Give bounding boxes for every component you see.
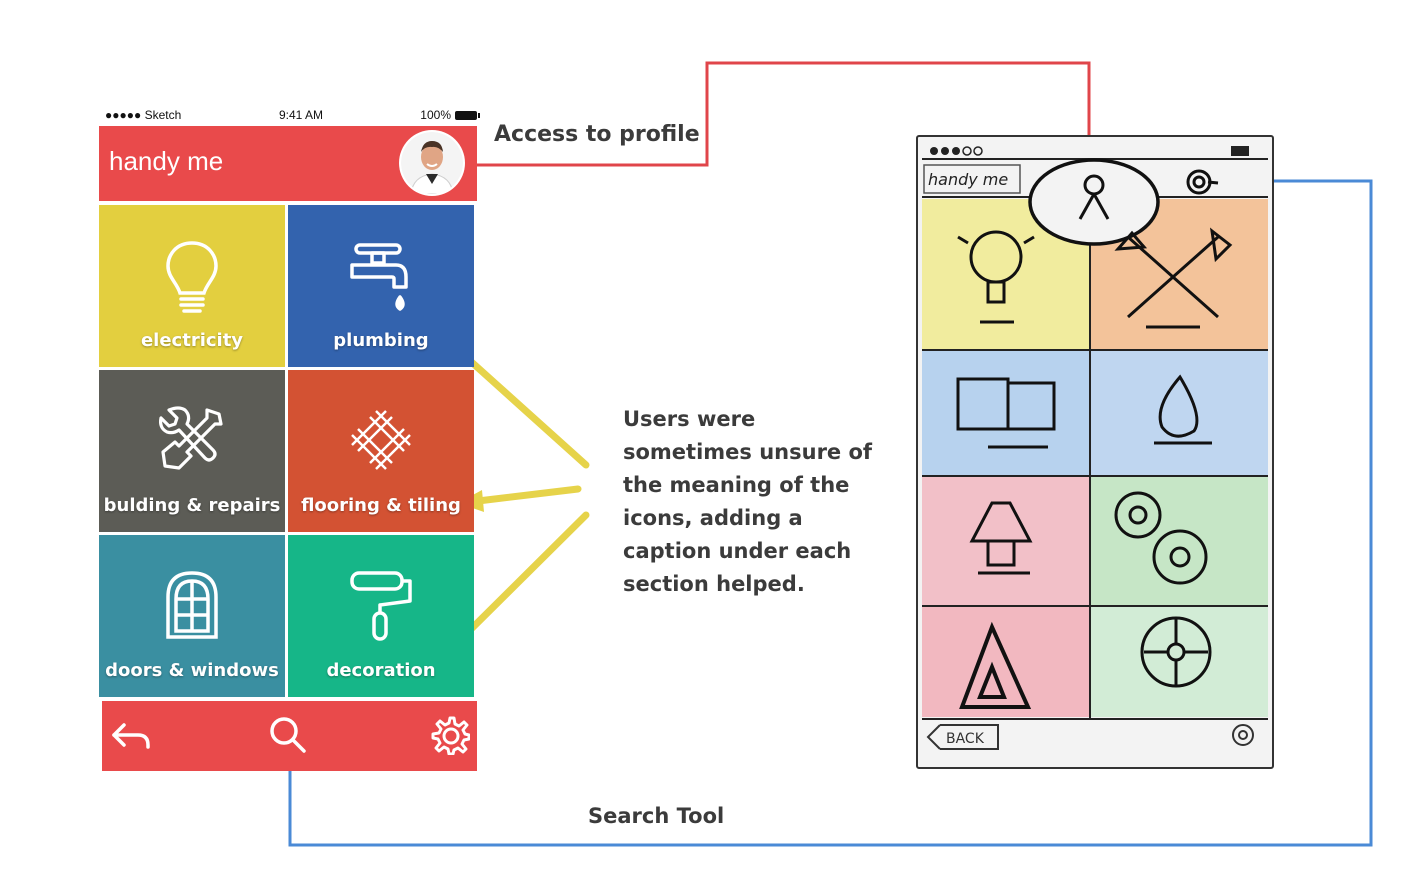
sketch-title: handy me bbox=[928, 170, 1008, 189]
users-note-annotation: Users were sometimes unsure of the meani… bbox=[623, 403, 883, 601]
lightbulb-icon bbox=[166, 241, 218, 313]
clock-label: 9:41 AM bbox=[279, 108, 324, 122]
tile-label: decoration bbox=[326, 660, 436, 681]
search-icon[interactable] bbox=[268, 715, 308, 755]
profile-connector-line bbox=[477, 61, 1091, 167]
tile-label: flooring & tiling bbox=[301, 495, 461, 516]
note-line: sometimes unsure of bbox=[623, 440, 873, 464]
app-header: handy me bbox=[99, 126, 477, 201]
tile-label: plumbing bbox=[333, 330, 429, 351]
tile-flooring-tiling[interactable]: flooring & tiling bbox=[288, 370, 474, 532]
tile-label: bulding & repairs bbox=[103, 495, 281, 516]
note-line: icons, adding a bbox=[623, 506, 803, 530]
note-line: section helped. bbox=[623, 572, 805, 596]
search-connector-line bbox=[288, 179, 1373, 847]
window-icon bbox=[166, 571, 218, 639]
note-line: the meaning of the bbox=[623, 473, 850, 497]
tools-icon bbox=[159, 406, 223, 470]
paper-prototype-sketch: handy me bbox=[916, 135, 1274, 769]
paint-roller-icon bbox=[350, 571, 412, 641]
tile-building-repairs[interactable]: bulding & repairs bbox=[99, 370, 285, 532]
tile-decoration[interactable]: decoration bbox=[288, 535, 474, 697]
tile-doors-windows[interactable]: doors & windows bbox=[99, 535, 285, 697]
back-arrow-icon[interactable] bbox=[110, 719, 152, 753]
status-bar: ●●●●● Sketch 9:41 AM 100% bbox=[99, 106, 480, 124]
bottom-toolbar bbox=[102, 701, 477, 771]
faucet-icon bbox=[350, 243, 408, 311]
tile-label: electricity bbox=[140, 330, 244, 351]
profile-photo-icon bbox=[401, 132, 463, 194]
sketch-back-label: BACK bbox=[946, 731, 985, 747]
note-line: Users were bbox=[623, 407, 756, 431]
battery-icon bbox=[455, 110, 480, 120]
profile-avatar[interactable] bbox=[401, 132, 463, 194]
tile-label: doors & windows bbox=[105, 660, 279, 681]
tile-plumbing[interactable]: plumbing bbox=[288, 205, 474, 367]
sketch-drawing: handy me bbox=[922, 146, 1268, 750]
tile-electricity[interactable]: electricity bbox=[99, 205, 285, 367]
carrier-label: ●●●●● Sketch bbox=[105, 108, 182, 122]
access-profile-annotation: Access to profile bbox=[494, 122, 700, 147]
battery-percent: 100% bbox=[420, 108, 451, 122]
tiles-icon bbox=[347, 406, 415, 474]
gear-icon[interactable] bbox=[430, 715, 470, 755]
app-title: handy me bbox=[109, 146, 224, 176]
note-line: caption under each bbox=[623, 539, 852, 563]
search-tool-annotation: Search Tool bbox=[588, 804, 725, 828]
battery-indicator: 100% bbox=[420, 108, 480, 122]
